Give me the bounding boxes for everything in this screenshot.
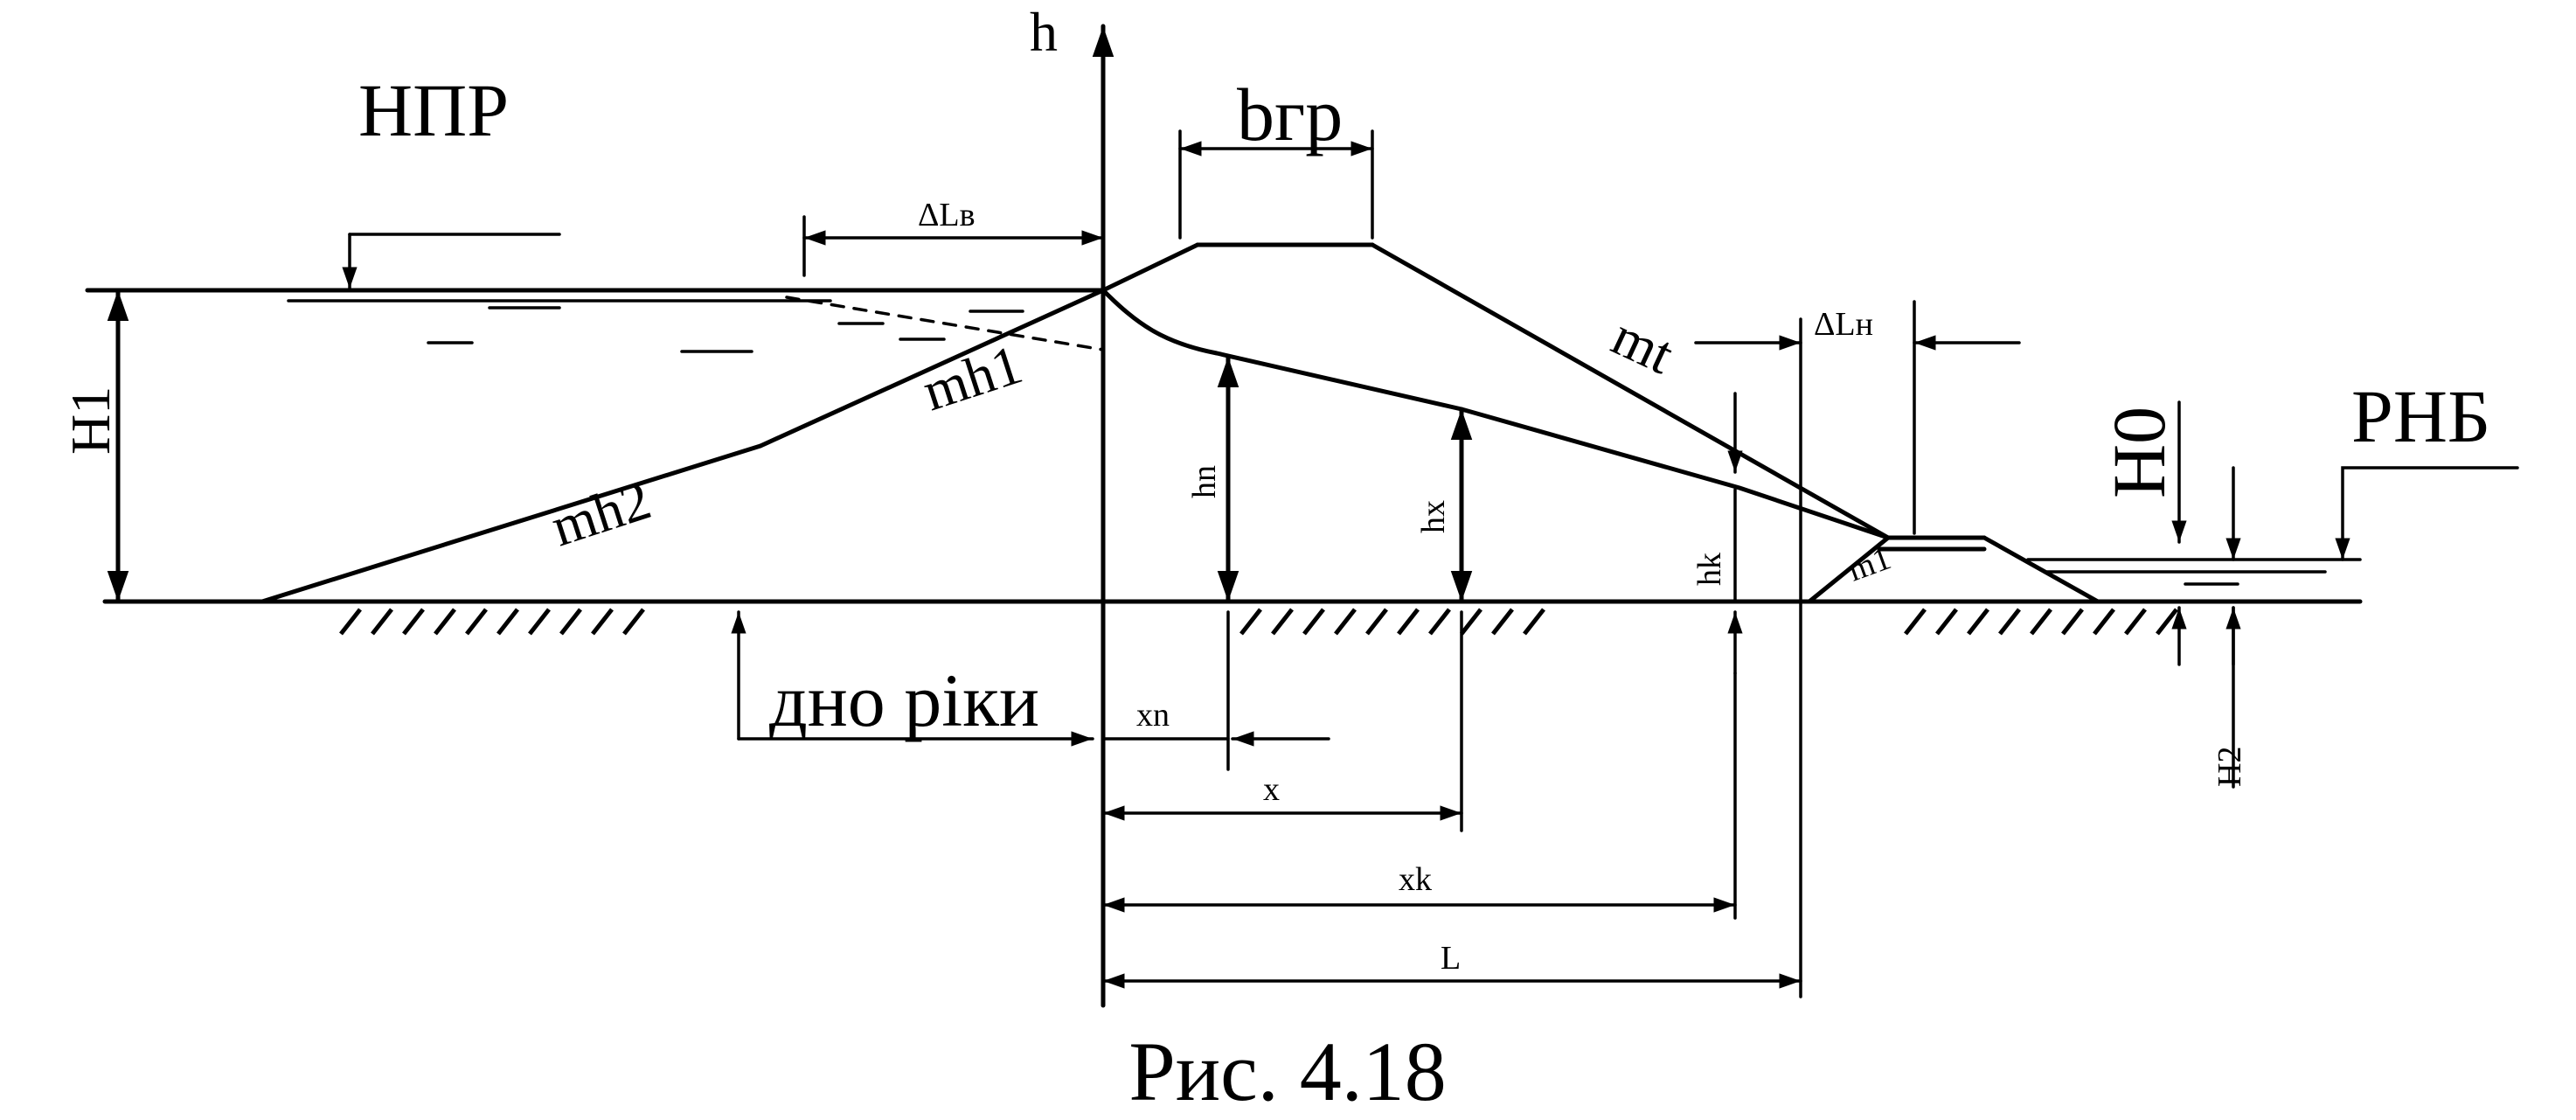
xk-dimension — [1101, 671, 1737, 920]
hatch-mark — [1334, 608, 1357, 636]
phreatic-line — [1101, 288, 1891, 540]
npr-pointer — [342, 233, 561, 290]
hatch-mark — [1904, 608, 1927, 636]
rnb-label: РНБ — [2351, 374, 2490, 458]
hatch-mark — [371, 608, 393, 636]
hatch-mark — [1460, 608, 1482, 636]
b-gr-dimension — [1178, 129, 1374, 240]
hatch-mark — [1428, 608, 1451, 636]
h2-label: H2 — [2211, 747, 2248, 787]
delta-lv-dimension — [802, 215, 1105, 277]
hatch-mark — [434, 608, 456, 636]
hatch-mark — [402, 608, 425, 636]
hatch-mark — [2093, 608, 2115, 636]
hx-label: hx — [1415, 500, 1452, 533]
river-bottom-pointer — [731, 610, 1094, 747]
downstream-drain — [1807, 535, 2100, 604]
upstream-dashed — [785, 296, 1105, 351]
ground-hatching — [339, 608, 2178, 636]
x-label: x — [1263, 771, 1280, 808]
h0-label: H0 — [2097, 407, 2181, 498]
hk-label: hk — [1691, 553, 1728, 586]
delta-ln-label: ΔLн — [1814, 306, 1873, 343]
rnb-pointer — [2335, 466, 2519, 561]
l-label: L — [1441, 940, 1461, 977]
b-gr-label: bгр — [1237, 73, 1343, 157]
x-dimension — [1101, 610, 1463, 832]
figure-caption: Рис. 4.18 — [1128, 1025, 1446, 1118]
m-h2-label: mh2 — [544, 469, 657, 559]
h1-label: H1 — [59, 386, 122, 455]
l-dimension — [1101, 600, 1802, 998]
npr-label: НПР — [358, 68, 509, 152]
hn-label: hn — [1186, 465, 1223, 498]
delta-ln-dimension — [1694, 300, 2021, 603]
m-h1-label: mh1 — [915, 333, 1029, 423]
hatch-mark — [1397, 608, 1420, 636]
hatch-mark — [1302, 608, 1325, 636]
xn-dimension — [1101, 610, 1330, 771]
hatch-mark — [2124, 608, 2147, 636]
hatch-mark — [1271, 608, 1294, 636]
hatch-mark — [2030, 608, 2052, 636]
hatch-mark — [1491, 608, 1514, 636]
hatch-mark — [1523, 608, 1545, 636]
hatch-mark — [622, 608, 645, 636]
hatch-mark — [1239, 608, 1262, 636]
hatch-mark — [339, 608, 362, 636]
hatch-mark — [496, 608, 519, 636]
m-t-label: mt — [1603, 304, 1683, 386]
hatch-mark — [2156, 608, 2178, 636]
hatch-mark — [1967, 608, 1989, 636]
water-dashes — [427, 306, 1024, 353]
delta-lv-label: ΔLв — [918, 197, 976, 233]
h-axis-label: h — [1030, 1, 1058, 63]
hatch-mark — [1365, 608, 1388, 636]
river-bottom-label: дно ріки — [769, 658, 1039, 742]
downstream-water — [2026, 558, 2362, 586]
xn-label: xn — [1136, 697, 1170, 734]
hatch-mark — [591, 608, 614, 636]
hatch-mark — [528, 608, 551, 636]
xk-label: xk — [1399, 861, 1432, 898]
dam-core — [260, 242, 1891, 604]
hatch-mark — [559, 608, 582, 636]
hatch-mark — [1935, 608, 1958, 636]
hatch-mark — [2061, 608, 2084, 636]
hatch-mark — [465, 608, 488, 636]
hatch-mark — [1998, 608, 2021, 636]
